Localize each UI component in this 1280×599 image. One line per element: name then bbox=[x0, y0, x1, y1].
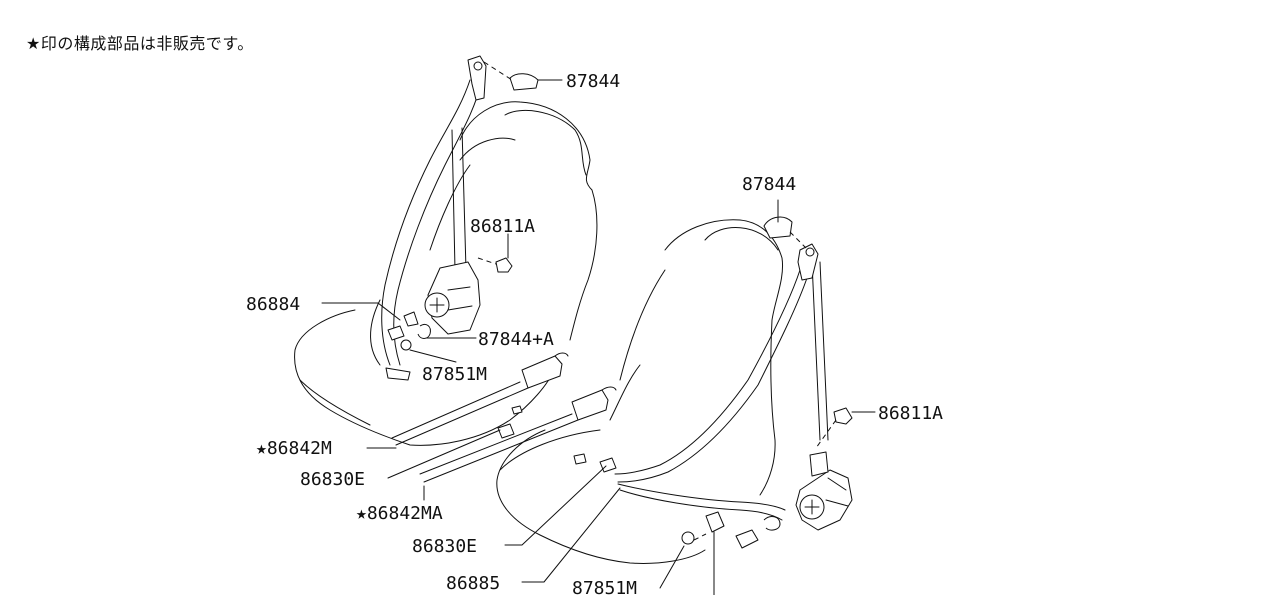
leader-lines bbox=[321, 79, 876, 596]
label-86842ma: ★86842MA bbox=[356, 503, 443, 524]
label-86842m: ★86842M bbox=[256, 438, 332, 459]
label-86885: 86885 bbox=[446, 573, 500, 594]
label-87844-right: 87844 bbox=[742, 174, 796, 195]
left-seat bbox=[294, 55, 598, 446]
part-labels: 87844 86811A 86884 87844+A 87851M ★86842… bbox=[246, 71, 943, 599]
non-sale-note: ★印の構成部品は非販売です。 bbox=[26, 34, 254, 53]
label-87844a: 87844+A bbox=[478, 329, 554, 350]
label-86811a-right: 86811A bbox=[878, 403, 943, 424]
label-86811a-left: 86811A bbox=[470, 216, 535, 237]
label-87844-top: 87844 bbox=[566, 71, 620, 92]
label-86830e-right: 86830E bbox=[412, 536, 477, 557]
label-86830e-left: 86830E bbox=[300, 469, 365, 490]
label-87851m-left: 87851M bbox=[422, 364, 487, 385]
right-seat bbox=[419, 216, 853, 564]
label-87851m-right: 87851M bbox=[572, 578, 637, 595]
label-86884: 86884 bbox=[246, 294, 300, 315]
